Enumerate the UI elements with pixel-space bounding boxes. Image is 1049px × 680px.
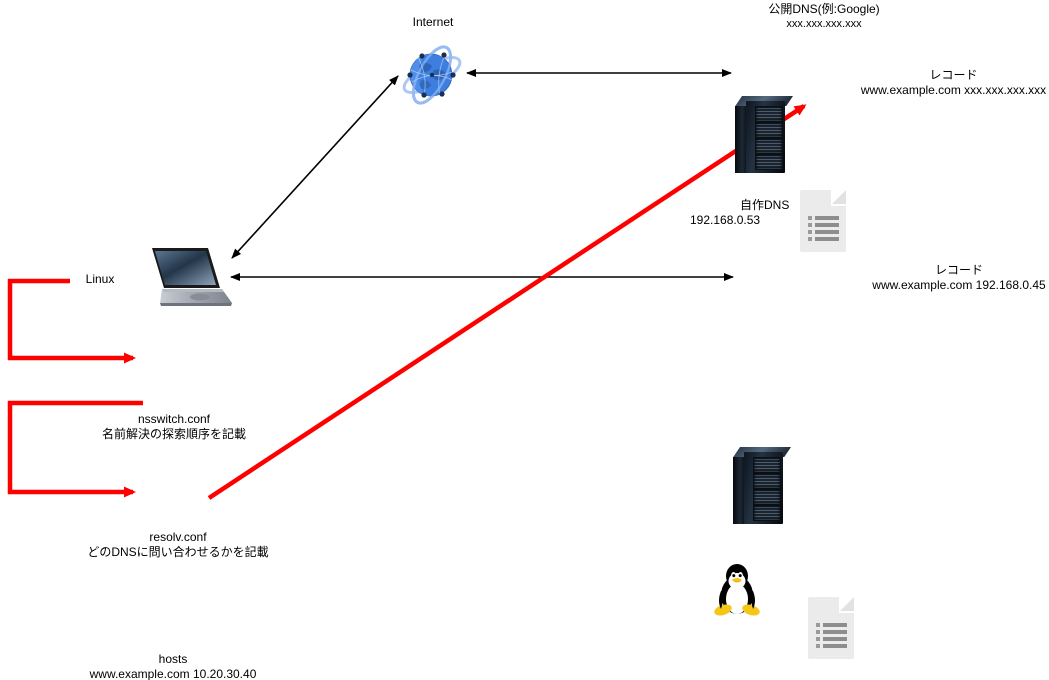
connector-linux-to-nsswitch xyxy=(7,278,136,364)
connector-resolv-to-public-record xyxy=(207,104,807,500)
internet-label: Internet xyxy=(412,15,454,29)
client-label: Linux xyxy=(85,272,115,286)
public-dns-server-icon xyxy=(735,96,797,176)
public-dns-label: 公開DNS(例:Google) xxx.xxx.xxx.xxx xyxy=(768,2,880,30)
own-dns-record-label: レコード www.example.com 192.168.0.45 xyxy=(872,263,1046,292)
resolv-label: resolv.conf どのDNSに問い合わせるかを記載 xyxy=(87,530,269,559)
public-dns-record-document-icon xyxy=(800,190,846,252)
hosts-label: hosts www.example.com 10.20.30.40 xyxy=(89,652,257,680)
public-dns-record-label: レコード www.example.com xxx.xxx.xxx.xxx xyxy=(860,68,1047,97)
own-dns-tux-penguin-icon xyxy=(713,561,761,619)
own-dns-record-document-icon xyxy=(808,597,854,659)
own-dns-server-icon xyxy=(733,447,795,527)
globe-icon xyxy=(398,44,466,106)
client-laptop-icon xyxy=(138,245,234,313)
nsswitch-label: nsswitch.conf 名前解決の探索順序を記載 xyxy=(101,412,246,441)
connector-client-internet xyxy=(231,75,399,259)
own-dns-label: 自作DNS 192.168.0.53 xyxy=(690,198,790,227)
